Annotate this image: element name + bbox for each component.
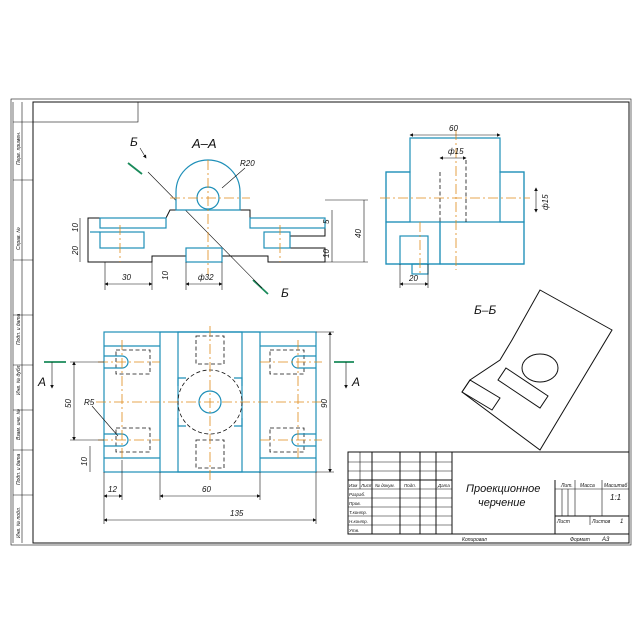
label-lit: Лит.: [560, 483, 573, 489]
section-marker-a-right: А: [351, 375, 360, 389]
listov-value: 1: [620, 519, 623, 525]
row-tkontr: Т.контр.: [349, 510, 367, 515]
margin-label-vzam: Взам. инв. №: [16, 408, 22, 440]
label-listov: Листов: [591, 519, 611, 525]
col-podp: Подп.: [404, 483, 416, 488]
format-value: А3: [601, 537, 610, 543]
dim-front-10b: 10: [322, 249, 331, 258]
dim-top-r5: R5: [84, 398, 95, 407]
sheet-frame: [10, 98, 632, 546]
title-block: Проекционное черчение Изм Лист № докум. …: [347, 451, 630, 543]
col-date: Дата: [437, 483, 450, 488]
dim-top-12: 12: [108, 485, 117, 494]
dim-front-20: 20: [71, 246, 80, 256]
dim-front-r20: R20: [240, 159, 255, 168]
section-label-bb: Б–Б: [474, 303, 496, 317]
dim-front-d32: ф32: [198, 273, 214, 282]
label-masshtab: Масштаб: [604, 483, 628, 489]
margin-label-podp2: Подп. и дата: [16, 453, 22, 485]
section-marker-b-bottom: Б: [281, 286, 289, 300]
row-nkontr: Н.контр.: [349, 519, 368, 524]
dim-front-10c: 10: [161, 271, 170, 280]
label-format: Формат: [570, 537, 590, 543]
margin-label-sprav: Справ. №: [16, 227, 22, 250]
scale-value: 1:1: [610, 493, 621, 502]
margin-labels: Перв. примен. Справ. № Подп. и дата Инв.…: [16, 132, 22, 538]
top-view: А А: [37, 326, 360, 524]
dim-top-10: 10: [80, 457, 89, 466]
dim-top-60: 60: [202, 485, 211, 494]
col-list: Лист: [360, 483, 373, 488]
title-line-1: Проекционное: [466, 483, 540, 495]
dim-side-d15v: ф15: [541, 194, 550, 210]
col-doc: № докум.: [375, 483, 395, 488]
margin-label-podl: Инв. № подл.: [16, 507, 22, 538]
label-kopiroval: Копировал: [462, 537, 487, 543]
dim-side-60: 60: [449, 124, 458, 133]
title-line-2: черчение: [478, 497, 526, 509]
dim-front-10a: 10: [71, 223, 80, 232]
row-prov: Пров.: [349, 501, 361, 506]
margin-label-perv: Перв. примен.: [16, 132, 22, 165]
dim-front-40: 40: [354, 229, 363, 238]
dim-front-30: 30: [122, 273, 131, 282]
row-razrab: Разраб.: [349, 492, 365, 497]
section-marker-a-left: А: [37, 375, 46, 389]
label-list: Лист: [556, 519, 570, 525]
row-utv: Утв.: [349, 528, 359, 533]
dim-side-20: 20: [408, 274, 418, 283]
dim-top-50: 50: [64, 399, 73, 408]
dim-front-5: 5: [322, 219, 331, 224]
dim-side-d15: ф15: [448, 147, 464, 156]
dim-top-90: 90: [320, 399, 329, 408]
col-izm: Изм: [349, 483, 357, 488]
label-massa: Масса: [580, 483, 595, 489]
section-label-aa: А–А: [191, 136, 217, 151]
section-marker-b-top: Б: [130, 135, 138, 149]
dim-top-135: 135: [230, 509, 244, 518]
section-bb-view: Б–Б: [461, 289, 613, 451]
front-section-view: А–А Б Б R20 10 20 5 40: [71, 135, 368, 300]
margin-label-dubl: Инв. № дубл.: [16, 364, 22, 395]
margin-label-podp1: Подп. и дата: [16, 313, 22, 345]
side-view: 60 ф15 ф15 20: [380, 124, 550, 288]
